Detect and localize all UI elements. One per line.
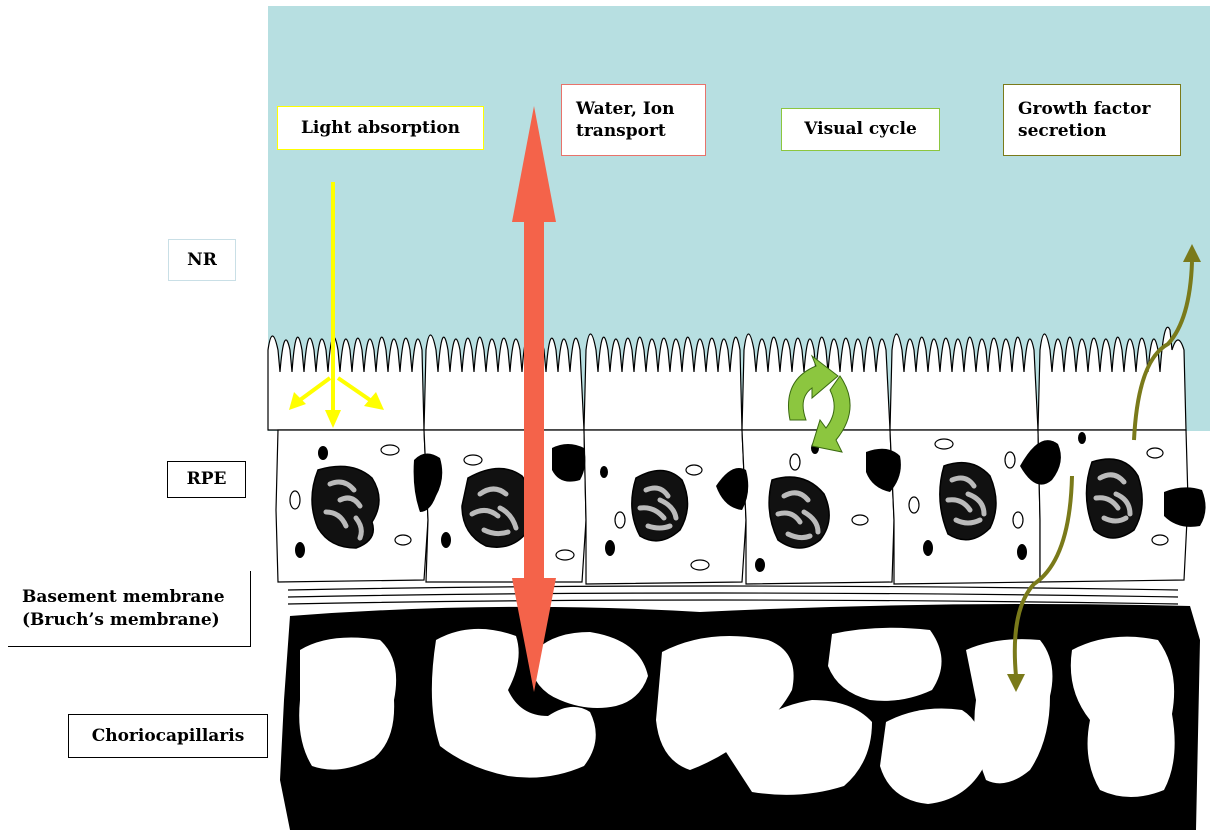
bruchs-membrane — [288, 586, 1178, 604]
light-absorption-label: Light absorption — [277, 106, 484, 150]
water-ion-transport-label: Water, Ion transport — [561, 84, 706, 156]
growth-factor-secretion-label: Growth factor secretion — [1003, 84, 1181, 156]
rpe-label: RPE — [167, 461, 246, 498]
choriocapillaris-layer — [280, 604, 1200, 830]
visual-cycle-label: Visual cycle — [781, 108, 940, 151]
choriocapillaris-label: Choriocapillaris — [68, 714, 268, 758]
nr-label: NR — [168, 239, 236, 281]
basement-membrane-label: Basement membrane (Bruch’s membrane) — [8, 571, 251, 647]
